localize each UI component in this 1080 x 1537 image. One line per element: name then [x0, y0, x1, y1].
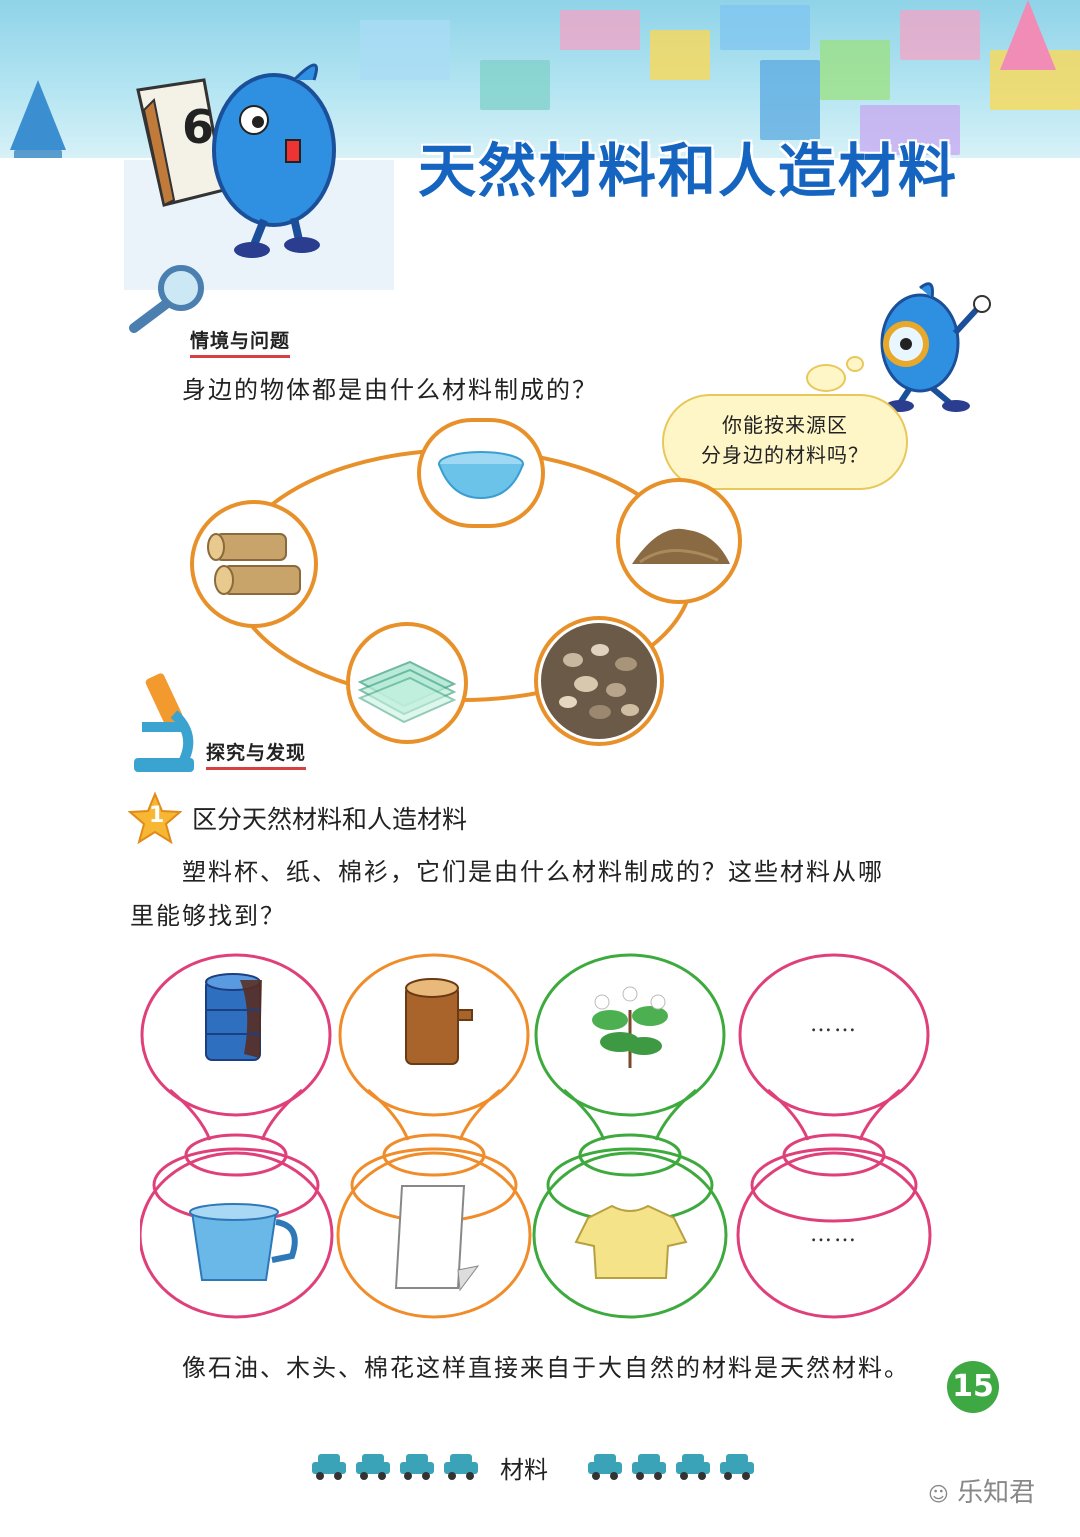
castle-block: [820, 40, 890, 100]
mascot-reading-illustration: [124, 63, 394, 290]
star-badge-icon: [128, 792, 182, 845]
pair-petroleum-plastic: [140, 953, 334, 1319]
placeholder-ellipsis-top: ……: [810, 1012, 858, 1037]
circle-glass-sheets: [346, 622, 468, 744]
activity-paragraph-line-1: 塑料杯、纸、棉衫，它们是由什么材料制成的？这些材料从哪: [182, 858, 884, 886]
measuring-cup-icon: [189, 1203, 298, 1281]
thought-dot: [846, 356, 864, 372]
car-icon: [356, 1454, 390, 1480]
section-label-situation: 情境与问题: [190, 326, 291, 358]
car-icon: [444, 1454, 478, 1480]
conclusion-text: 像石油、木头、棉花这样直接来自于大自然的材料是天然材料。: [182, 1354, 910, 1382]
car-icon: [632, 1454, 666, 1480]
wood-stump-icon: [405, 978, 473, 1065]
paper-sheet-icon: [394, 1185, 480, 1292]
placeholder-ellipsis-bottom: ……: [810, 1222, 858, 1247]
castle-block: [560, 10, 640, 50]
castle-block: [650, 30, 710, 80]
magnifier-icon: [129, 265, 204, 333]
thought-dot: [806, 364, 846, 392]
mascot-magnifier-illustration: [880, 282, 991, 412]
car-icon: [676, 1454, 710, 1480]
page-number: 15: [947, 1361, 999, 1413]
plastic-basin-icon: [438, 451, 524, 500]
activity-paragraph-line-2: 里能够找到？: [130, 902, 286, 930]
soil-pile-icon: [632, 528, 730, 564]
pair-more: [736, 953, 932, 1319]
activity-title: 区分天然材料和人造材料: [192, 805, 468, 834]
wood-logs-icon: [207, 533, 301, 595]
circle-plastic-basin: [417, 418, 545, 528]
bubble-line-2: 分身边的材料吗？: [701, 443, 869, 467]
watermark-logo-icon: ☺: [928, 1482, 949, 1506]
watermark: ☺ 乐知君: [928, 1472, 1035, 1509]
castle-block: [760, 60, 820, 140]
section-label-explore: 探究与发现: [206, 738, 307, 770]
castle-block: [360, 20, 450, 80]
pebbles-icon: [541, 623, 657, 739]
material-source-diagram: [140, 953, 932, 1319]
circle-soil: [616, 478, 742, 604]
castle-block: [720, 5, 810, 50]
t-shirt-icon: [574, 1204, 688, 1279]
castle-spire: [1000, 0, 1056, 70]
cotton-plant-icon: [592, 986, 668, 1068]
watermark-text: 乐知君: [957, 1478, 1036, 1508]
car-icon: [720, 1454, 754, 1480]
activity-number: 1: [149, 803, 165, 828]
castle-block: [480, 60, 550, 110]
lesson-number: 6: [182, 100, 215, 154]
glass-sheets-icon: [357, 660, 457, 724]
situation-question: 身边的物体都是由什么材料制成的？: [182, 376, 598, 404]
pair-wood-paper: [336, 953, 532, 1319]
car-icon: [312, 1454, 346, 1480]
circle-wood-logs: [190, 500, 318, 628]
castle-block: [14, 150, 62, 158]
car-icon: [400, 1454, 434, 1480]
microscope-icon: [134, 673, 194, 772]
car-icon: [588, 1454, 622, 1480]
castle-block: [900, 10, 980, 60]
footer-unit-name: 材料: [500, 1456, 548, 1484]
bubble-line-1: 你能按来源区: [722, 413, 848, 437]
castle-block: [860, 105, 960, 155]
page-title: 天然材料和人造材料: [418, 137, 959, 205]
oil-barrel-icon: [205, 973, 262, 1061]
thought-bubble: 你能按来源区 分身边的材料吗？: [662, 394, 908, 490]
pair-cotton-shirt: [532, 953, 728, 1319]
castle-spire: [10, 80, 66, 150]
circle-pebbles: [534, 616, 664, 746]
